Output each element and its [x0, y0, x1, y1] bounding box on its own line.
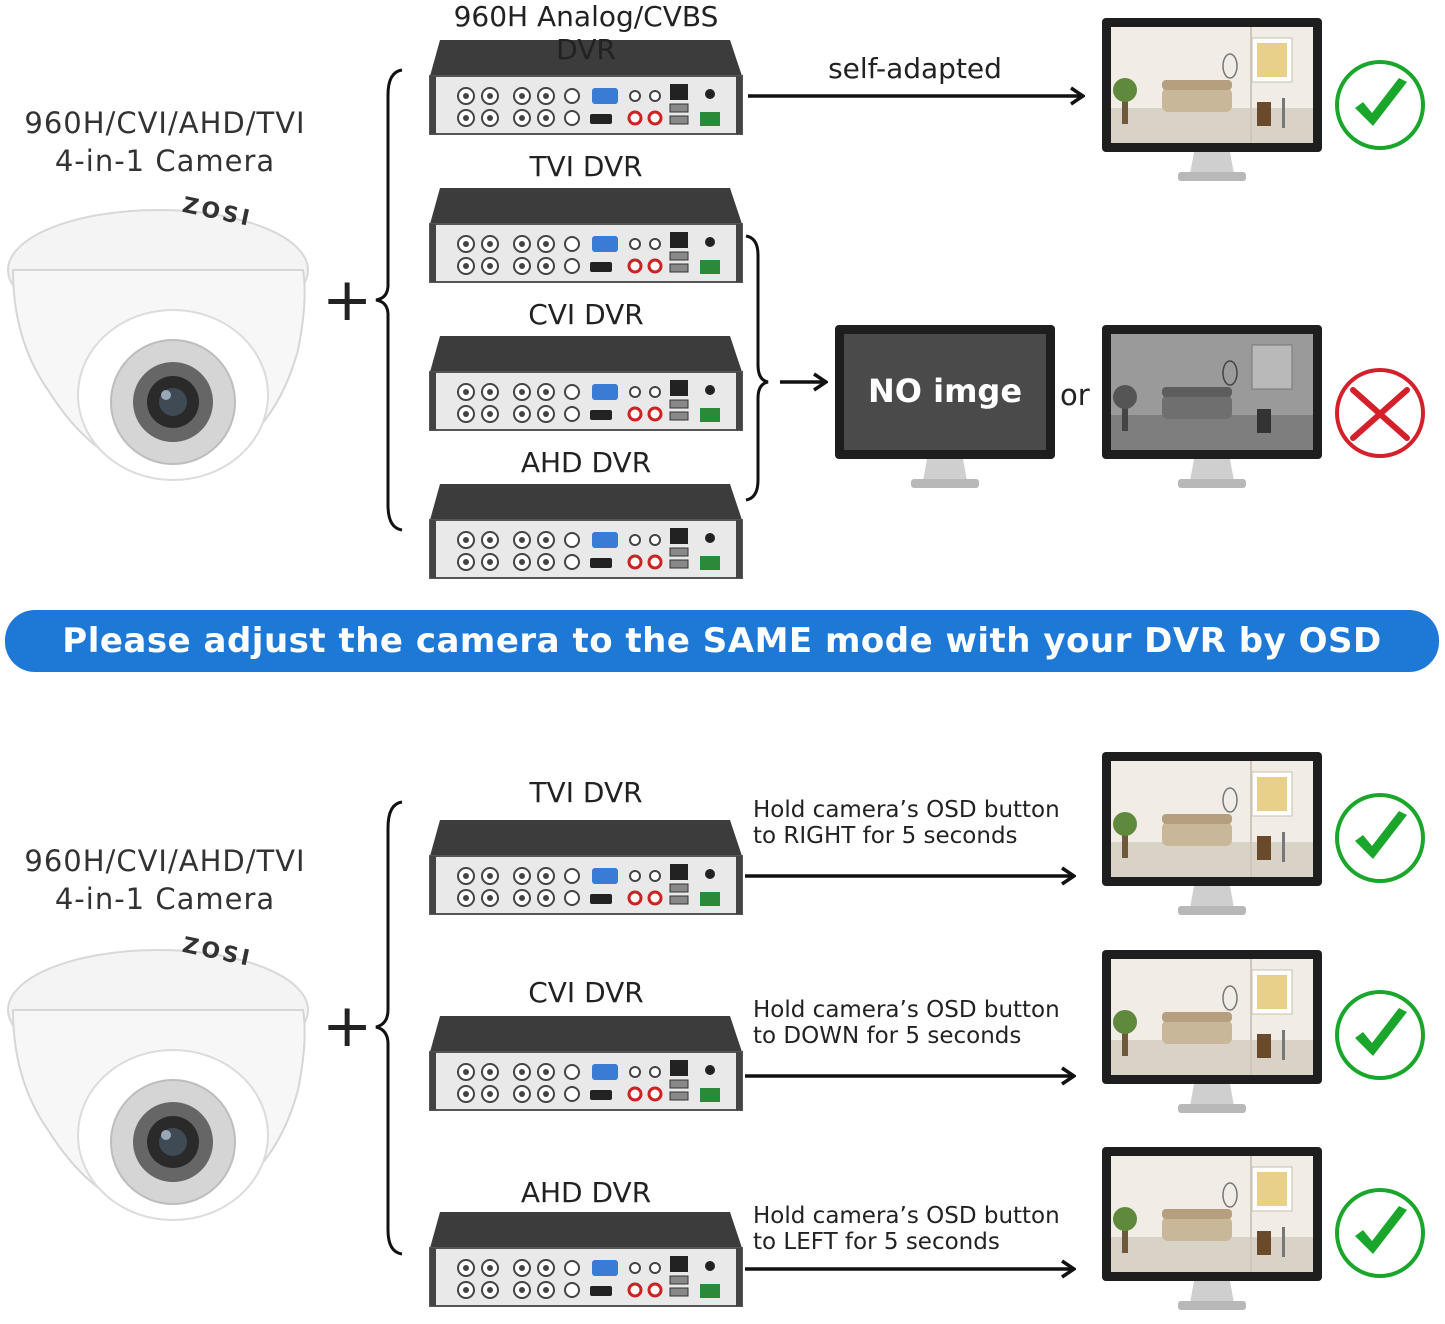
- dvr-label: AHD DVR: [520, 1176, 652, 1209]
- dvr-label: AHD DVR: [520, 446, 652, 479]
- security-camera-icon: [7, 949, 309, 1221]
- dvr-label: TVI DVR: [529, 776, 643, 809]
- checkmark-icon: [1335, 990, 1425, 1080]
- osd-instruction-line1: Hold camera’s OSD button: [753, 997, 1060, 1023]
- checkmark-icon: [1335, 1188, 1425, 1278]
- camera-label-bottom: 960H/CVI/AHD/TVI 4-in-1 Camera: [20, 842, 310, 918]
- camera-bottom: [7, 949, 309, 1221]
- self-adapted-label: self-adapted: [828, 52, 1002, 85]
- osd-instruction: Hold camera’s OSD button to LEFT for 5 s…: [753, 1203, 1060, 1255]
- brace-right: [745, 234, 769, 502]
- osd-instruction: Hold camera’s OSD button to DOWN for 5 s…: [753, 997, 1060, 1049]
- dvr-label: CVI DVR: [528, 298, 644, 331]
- brace-top: [375, 68, 403, 532]
- osd-instruction-line1: Hold camera’s OSD button: [753, 797, 1060, 823]
- instruction-banner: Please adjust the camera to the SAME mod…: [5, 610, 1439, 723]
- cross-icon: [1337, 370, 1423, 456]
- or-label: or: [1060, 378, 1090, 412]
- dvr-label: TVI DVR: [529, 150, 643, 183]
- security-camera-icon: [7, 209, 309, 481]
- monitor-icon: [835, 17, 1323, 489]
- plus-sign: +: [322, 991, 373, 1061]
- osd-instruction-line1: Hold camera’s OSD button: [753, 1203, 1060, 1229]
- checkmark-icon: [1335, 793, 1425, 883]
- dvr-icon: [428, 818, 744, 1308]
- camera-label-line2: 4-in-1 Camera: [54, 882, 276, 916]
- dvr-label: 960H Analog/CVBS DVR: [453, 0, 719, 66]
- plus-sign: +: [322, 265, 373, 335]
- osd-instruction-line2: to DOWN for 5 seconds: [753, 1023, 1022, 1049]
- camera-top: [7, 209, 309, 481]
- camera-label-line2: 4-in-1 Camera: [54, 144, 276, 178]
- brace-bottom: [375, 800, 403, 1256]
- osd-instruction: Hold camera’s OSD button to RIGHT for 5 …: [753, 797, 1060, 849]
- no-image-label: NO imge: [867, 372, 1023, 410]
- osd-instruction-line2: to LEFT for 5 seconds: [753, 1229, 1000, 1255]
- camera-label-line1: 960H/CVI/AHD/TVI: [24, 106, 306, 140]
- monitor-icon: [1101, 751, 1323, 1311]
- camera-label-top: 960H/CVI/AHD/TVI 4-in-1 Camera: [20, 104, 310, 180]
- checkmark-icon: [1335, 60, 1425, 150]
- dvr-label: CVI DVR: [528, 976, 644, 1009]
- osd-instruction-line2: to RIGHT for 5 seconds: [753, 823, 1018, 849]
- camera-label-line1: 960H/CVI/AHD/TVI: [24, 844, 306, 878]
